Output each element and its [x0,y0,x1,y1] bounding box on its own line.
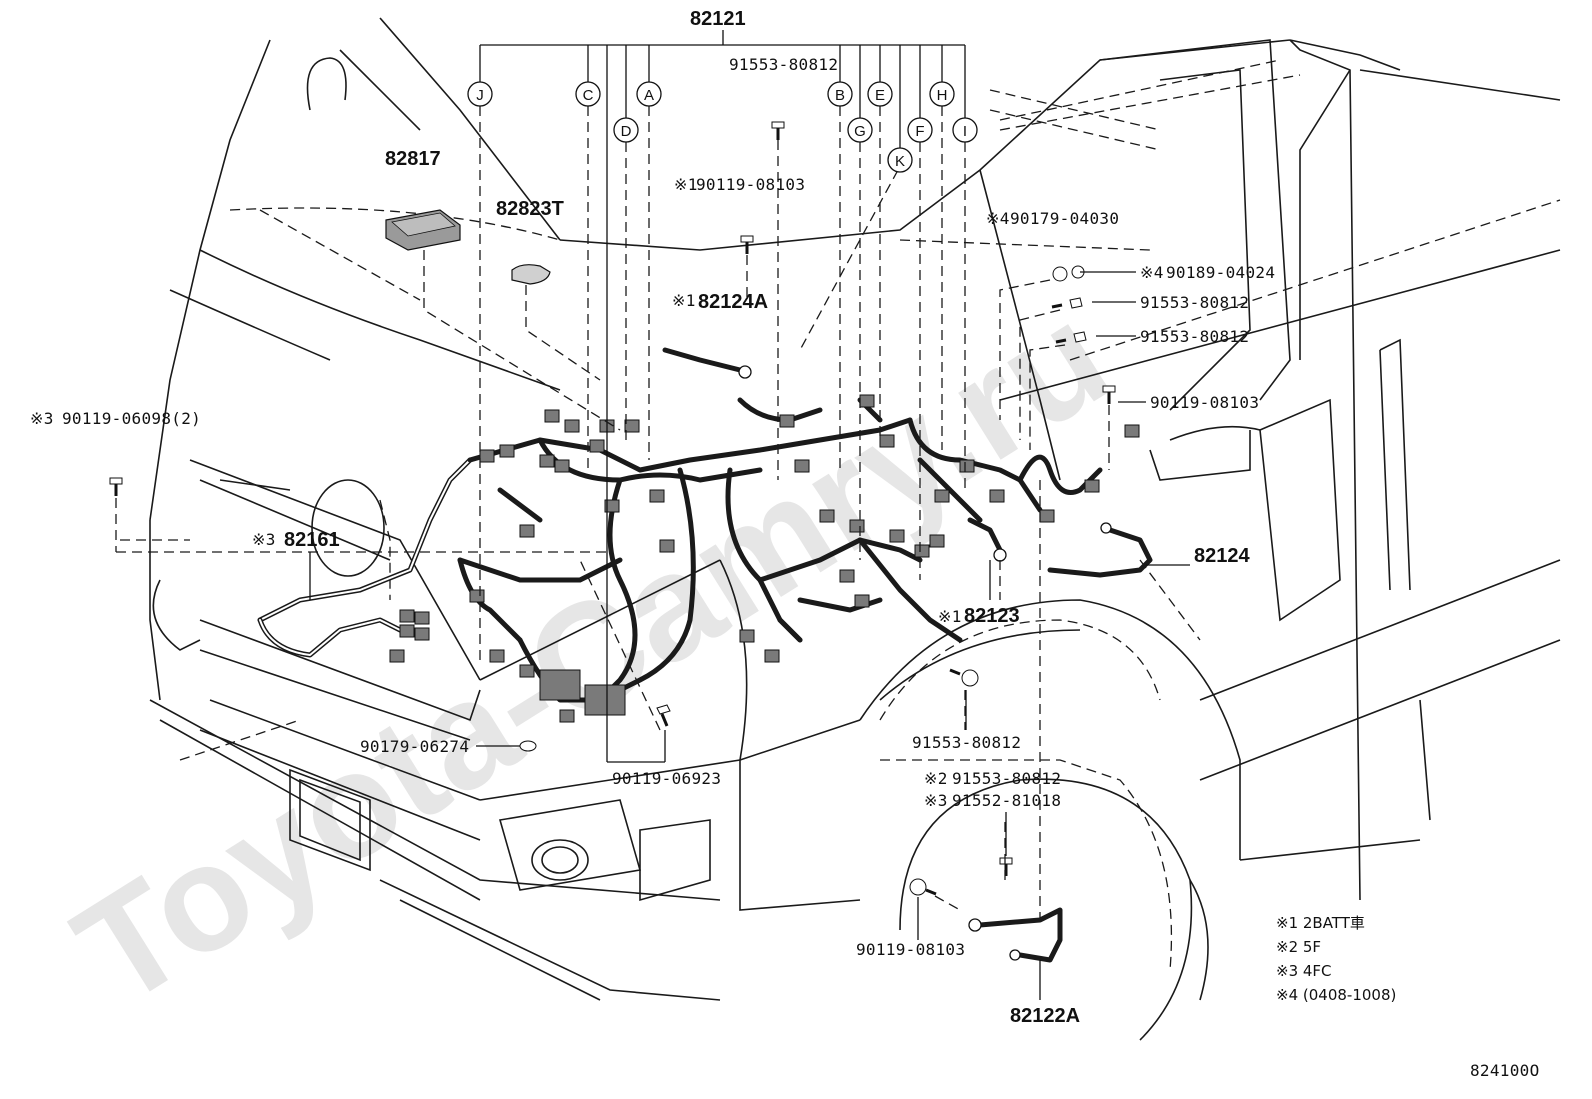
mark-3-c: ※3 [924,791,948,810]
bolt-icon [109,477,123,496]
diagram-id: 824100O [1470,1061,1540,1080]
mark-4-a: ※4 [986,209,1010,228]
label-82121[interactable]: 82121 [690,8,746,30]
label-90119-08103-top[interactable]: 90119-08103 [696,175,805,194]
label-82122a[interactable]: 82122A [1010,1005,1080,1027]
mark-3-b: ※3 [252,530,276,549]
label-91552-81018[interactable]: 91552-81018 [952,791,1061,810]
callout-c[interactable]: C [575,81,601,107]
note-4: ※4 (0408-1008) [1276,986,1396,1004]
relay-block-82817[interactable] [385,209,461,251]
label-91553-80812-bot[interactable]: 91553-80812 [912,733,1021,752]
label-82124[interactable]: 82124 [1194,545,1250,567]
callout-f[interactable]: F [907,117,933,143]
label-82123[interactable]: 82123 [964,605,1020,627]
label-90189-04024[interactable]: 90189-04024 [1166,263,1275,282]
bolt-icon [740,235,754,254]
mark-1-a: ※1 [674,175,698,194]
mark-1-c: ※1 [938,607,962,626]
callout-i[interactable]: I [952,117,978,143]
callout-b[interactable]: B [827,81,853,107]
label-82823t[interactable]: 82823T [496,198,564,220]
bolt-icon [999,857,1013,876]
label-90119-08103-bot[interactable]: 90119-08103 [856,940,965,959]
mark-1-b: ※1 [672,291,696,310]
callout-g[interactable]: G [847,117,873,143]
label-90119-06098[interactable]: 90119-06098(2) [62,409,201,428]
callout-circles: J C D A B G E K F H I [467,81,978,173]
nut-icon [1052,265,1085,282]
svg-text:D: D [621,123,632,140]
label-90119-08103-r[interactable]: 90119-08103 [1150,393,1259,412]
note-3: ※3 4FC [1276,962,1332,980]
svg-text:F: F [915,123,924,140]
callout-e[interactable]: E [867,81,893,107]
wire-82123[interactable] [967,517,1007,562]
callout-d[interactable]: D [613,117,639,143]
svg-text:K: K [895,153,905,170]
bolts [109,121,1116,896]
label-91553-80812-r1[interactable]: 91553-80812 [1140,293,1249,312]
vehicle-body-outline [149,17,1561,1041]
bolt-icon [949,668,979,687]
wire-82124a[interactable] [662,347,752,379]
notes-legend: ※1 2BATT車 ※2 5F ※3 4FC ※4 (0408-1008) [1276,914,1396,1004]
mark-2: ※2 [924,769,948,788]
mark-4-b: ※4 [1140,263,1164,282]
mark-3-a: ※3 [30,409,54,428]
svg-text:J: J [476,87,484,104]
callout-h[interactable]: H [929,81,955,107]
svg-text:I: I [963,123,967,140]
bolt-icon [1102,385,1116,404]
part-labels: 82121 82817 82823T 91553-80812 ※1 90119-… [30,8,1275,1027]
svg-text:B: B [835,87,845,104]
svg-text:H: H [937,87,948,104]
label-91553-80812-r2[interactable]: 91553-80812 [1140,327,1249,346]
label-90179-04030[interactable]: 90179-04030 [1010,209,1119,228]
svg-text:A: A [644,87,654,104]
bolt-icon [771,121,785,140]
label-90119-06923[interactable]: 90119-06923 [612,769,721,788]
cover-82823t[interactable] [511,264,551,285]
note-1: ※1 2BATT車 [1276,914,1365,932]
label-91553-80812-top[interactable]: 91553-80812 [729,55,838,74]
label-82124a[interactable]: 82124A [698,291,768,313]
callout-j[interactable]: J [467,81,493,107]
label-82161[interactable]: 82161 [284,529,340,551]
bolt-icon [656,704,671,727]
bolt-icon [909,878,937,896]
callout-a[interactable]: A [636,81,662,107]
label-91553-80812-n2[interactable]: 91553-80812 [952,769,1061,788]
bolt-icon [1055,331,1087,344]
callout-leaders [115,30,1190,1000]
label-90179-06274[interactable]: 90179-06274 [360,737,469,756]
svg-text:G: G [854,123,866,140]
svg-text:E: E [875,87,885,104]
note-2: ※2 5F [1276,938,1321,956]
label-82817[interactable]: 82817 [385,148,441,170]
clip-icon [519,740,537,752]
bolt-icon [1051,297,1083,309]
callout-k[interactable]: K [887,147,913,173]
wire-82124[interactable] [1047,522,1153,578]
svg-text:C: C [583,87,594,104]
wire-82122a[interactable] [968,907,1063,963]
